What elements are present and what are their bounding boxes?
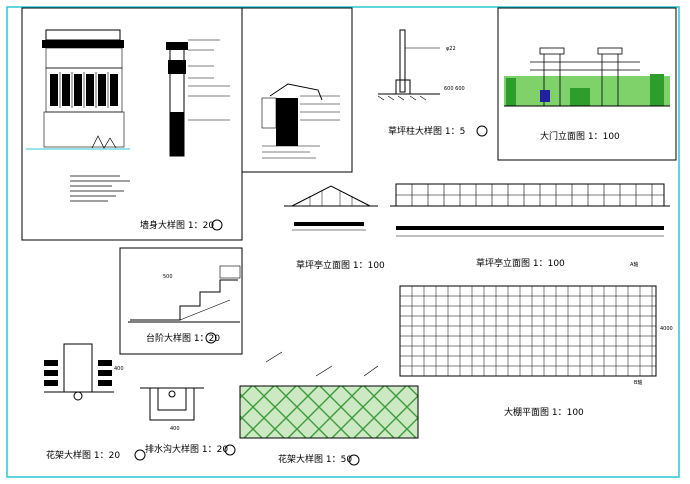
footing-size-label: 600 600 — [444, 86, 465, 92]
trench-detail-drawing: 400 排水沟大样图 1：20 — [140, 387, 236, 456]
step-dim-label: 500 — [163, 274, 173, 280]
step-detail-panel: 500 台阶大样图 1：20 — [119, 247, 243, 355]
facade-detail-panel — [241, 7, 353, 173]
wall-section-panel: 墙身大样图 1：20 — [21, 7, 243, 241]
pier-dim-label: 400 — [114, 366, 124, 372]
plan-grid-title: 大棚平面图 1：100 — [504, 406, 584, 418]
gate-elevation-panel: 大门立面图 1：100 — [497, 7, 677, 161]
post-detail-title: 草坪柱大样图 1：5 — [388, 125, 465, 137]
pier-detail-title: 花架大样图 1：20 — [46, 449, 120, 461]
sheet-frame — [6, 6, 680, 478]
gate-elevation-title: 大门立面图 1：100 — [540, 130, 620, 142]
step-detail-title: 台阶大样图 1：20 — [146, 332, 220, 344]
roof-truss-title: 草坪亭立面图 1：100 — [296, 259, 385, 271]
lattice-panel-title: 花架大样图 1：50 — [278, 453, 352, 465]
plan-grid-drawing: A轴 B轴 4000 大棚平面图 1：100 — [399, 261, 673, 418]
lattice-panel-drawing: 花架大样图 1：50 — [239, 351, 419, 466]
trench-detail-title: 排水沟大样图 1：20 — [145, 443, 228, 455]
roof-truss-drawing: 草坪亭立面图 1：100 — [284, 185, 385, 271]
pier-detail-drawing: 400 花架大样图 1：20 — [44, 343, 146, 461]
axis-a-label: A轴 — [630, 261, 638, 268]
axis-b-label: B轴 — [634, 379, 642, 386]
trench-dim-label: 400 — [170, 426, 180, 432]
long-elevation-drawing: 草坪亭立面图 1：100 — [390, 183, 670, 269]
wall-section-title: 墙身大样图 1：20 — [140, 219, 214, 231]
post-detail-panel: φ22 600 600 草坪柱大样图 1：5 — [377, 29, 488, 137]
plan-dim-label: 4000 — [660, 326, 673, 332]
post-size-label: φ22 — [446, 46, 456, 52]
long-elevation-title: 草坪亭立面图 1：100 — [476, 257, 565, 269]
